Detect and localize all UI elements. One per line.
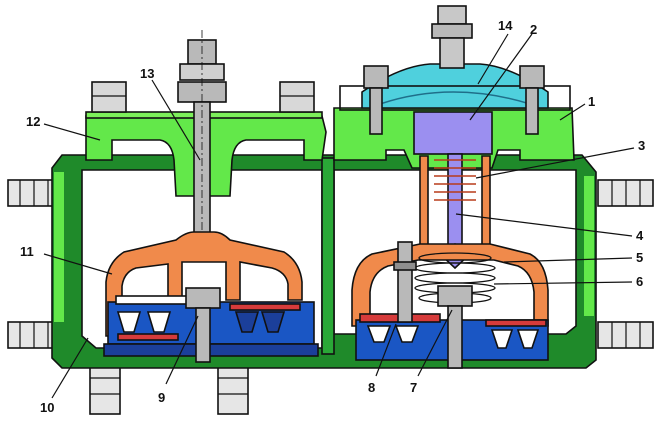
left-yoke [105, 231, 303, 337]
label-5: 5 [636, 250, 643, 265]
label-7: 7 [410, 380, 417, 395]
label-14: 14 [498, 18, 513, 33]
bottom-left-stud [89, 361, 121, 415]
label-10: 10 [40, 400, 54, 415]
left-head-nut-2 [279, 81, 315, 113]
upper-piston [413, 111, 493, 155]
right-valve-assembly [355, 241, 549, 369]
label-4: 4 [636, 228, 644, 243]
label-1: 1 [588, 94, 595, 109]
label-6: 6 [636, 274, 643, 289]
leader-lines [43, 33, 635, 399]
callout-labels: 1 2 3 4 5 6 7 8 9 10 11 12 13 14 [20, 18, 645, 415]
label-13: 13 [140, 66, 154, 81]
label-3: 3 [638, 138, 645, 153]
label-2: 2 [530, 22, 537, 37]
left-adjusting-screw [177, 30, 227, 260]
upper-spring [434, 159, 476, 201]
inlet-fitting [437, 5, 467, 25]
label-9: 9 [158, 390, 165, 405]
bottom-right-stud [217, 361, 249, 415]
left-bracket [105, 231, 303, 337]
label-12: 12 [26, 114, 40, 129]
left-valve-assembly [103, 287, 319, 363]
label-11: 11 [20, 244, 34, 259]
label-8: 8 [368, 380, 375, 395]
left-head-nut-1 [91, 81, 127, 113]
